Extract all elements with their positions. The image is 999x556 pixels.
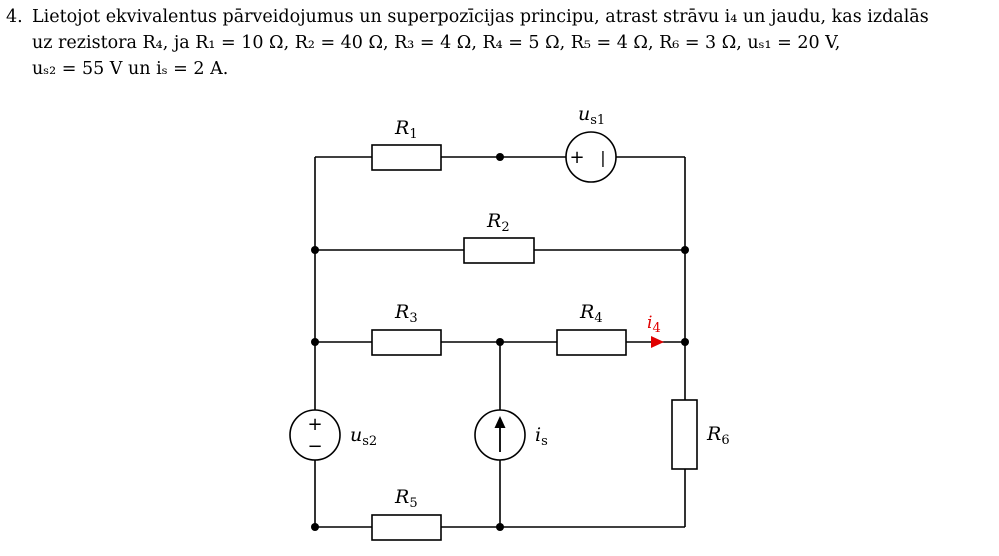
node-bottom-left	[311, 523, 319, 531]
resistor-r3	[371, 329, 442, 356]
label-r5: R5	[394, 486, 418, 511]
resistor-r2	[463, 237, 535, 264]
us1-plus-sign: +	[569, 147, 584, 168]
node-right-r2	[681, 246, 689, 254]
label-us1: us1	[578, 103, 605, 128]
label-is: is	[535, 424, 548, 449]
label-i4: i4	[647, 313, 661, 336]
problem-number: 4.	[6, 7, 23, 27]
problem-line-1: Lietojot ekvivalentus pārveidojumus un s…	[32, 7, 929, 27]
label-r4: R4	[579, 301, 603, 326]
node-left-r2	[311, 246, 319, 254]
resistor-r1	[371, 144, 442, 171]
us2-minus-sign: −	[307, 436, 322, 457]
label-r2: R2	[486, 210, 510, 235]
label-r6: R6	[706, 423, 730, 448]
node-right-r4	[681, 338, 689, 346]
label-r3: R3	[394, 301, 418, 326]
current-arrow-i4	[651, 336, 664, 348]
resistor-r4	[556, 329, 627, 356]
voltage-source-us2	[289, 409, 341, 461]
node-top	[496, 153, 504, 161]
us2-plus-sign: +	[307, 414, 322, 435]
label-r1: R1	[394, 117, 418, 142]
voltage-source-us1	[565, 131, 617, 183]
node-middle-r3-r4	[496, 338, 504, 346]
resistor-r6	[671, 399, 698, 470]
resistor-r5	[371, 514, 442, 541]
us1-bar-sign: |	[600, 148, 605, 167]
problem-line-3: uₛ₂ = 55 V un iₛ = 2 A.	[32, 59, 229, 79]
label-us2: us2	[350, 424, 377, 449]
node-left-r3	[311, 338, 319, 346]
current-source-arrow-icon	[494, 416, 506, 452]
problem-line-2: uz rezistora R₄, ja R₁ = 10 Ω, R₂ = 40 Ω…	[32, 33, 841, 53]
node-bottom-middle	[496, 523, 504, 531]
